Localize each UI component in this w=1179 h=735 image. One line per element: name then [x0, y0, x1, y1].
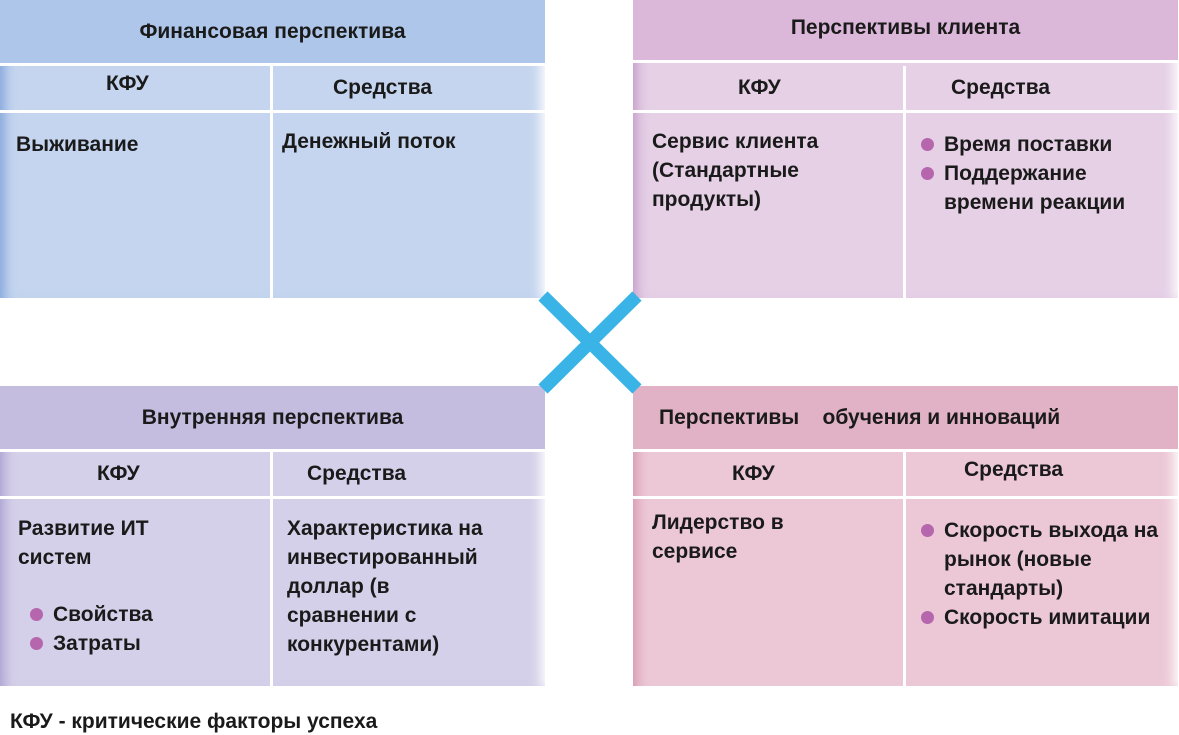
list-item: Скорость выхода на рынок (новые стандарт…	[921, 516, 1171, 603]
list-item-text: Свойства	[53, 603, 153, 626]
bullet-icon	[30, 608, 43, 621]
internal-kfu-line: Развитие ИТ	[18, 517, 149, 540]
internal-perspective-panel: Внутренняя перспектива КФУ Средства Разв…	[0, 386, 545, 686]
financial-perspective-title: Финансовая перспектива	[0, 0, 545, 66]
internal-means-text: Характеристика на инвестированный доллар…	[287, 502, 542, 686]
column-divider	[903, 66, 906, 298]
list-item-text: Поддержание времени реакции	[944, 162, 1126, 214]
list-item-text: Затраты	[53, 632, 141, 655]
list-item: Поддержание времени реакции	[921, 159, 1176, 217]
internal-kfu-text: Развитие ИТ систем Свойства Затраты	[18, 502, 268, 686]
list-item-text: Время поставки	[944, 133, 1113, 156]
learning-kfu-text: Лидерство в сервисе	[652, 502, 902, 686]
financial-kfu-header: КФУ	[0, 66, 270, 113]
client-perspective-title: Перспективы клиента	[633, 0, 1178, 63]
internal-means-line: инвестированный	[287, 546, 478, 569]
learning-kfu-line: Лидерство в	[652, 511, 784, 534]
column-divider	[903, 452, 906, 686]
client-kfu-line: (Стандартные	[652, 159, 799, 182]
internal-means-header: Средства	[273, 452, 545, 499]
bullet-icon	[921, 138, 934, 151]
client-means-list: Время поставки Поддержание времени реакц…	[921, 116, 1176, 298]
footnote: КФУ - критические факторы успеха	[10, 710, 378, 733]
internal-means-line: Характеристика на	[287, 517, 483, 540]
internal-kfu-line: систем	[18, 546, 92, 569]
learning-kfu-header: КФУ	[633, 452, 903, 499]
internal-means-line: доллар (в	[287, 575, 390, 598]
financial-means-header: Средства	[273, 66, 545, 113]
bullet-icon	[921, 524, 934, 537]
list-item-text: Скорость выхода на рынок (новые стандарт…	[944, 519, 1159, 600]
client-means-header: Средства	[906, 66, 1178, 113]
learning-means-list: Скорость выхода на рынок (новые стандарт…	[921, 502, 1171, 686]
internal-means-line: сравнении с	[287, 604, 417, 627]
internal-perspective-title: Внутренняя перспектива	[0, 386, 545, 452]
column-divider	[270, 452, 273, 686]
client-kfu-header: КФУ	[633, 66, 903, 113]
client-perspective-panel: Перспективы клиента КФУ Средства Сервис …	[633, 0, 1178, 298]
column-divider	[270, 66, 273, 298]
bullet-icon	[30, 637, 43, 650]
bullet-icon	[921, 611, 934, 624]
internal-kfu-header: КФУ	[0, 452, 270, 499]
list-item: Скорость имитации	[921, 603, 1171, 632]
internal-means-line: конкурентами)	[287, 633, 440, 656]
client-kfu-line: Сервис клиента	[652, 130, 819, 153]
list-item: Время поставки	[921, 130, 1176, 159]
list-item: Затраты	[30, 629, 268, 658]
cross-connector-icon	[538, 291, 642, 394]
learning-kfu-line: сервисе	[652, 540, 738, 563]
financial-perspective-panel: Финансовая перспектива КФУ Средства Выжи…	[0, 0, 545, 298]
learning-perspective-title: Перспективы обучения и инноваций	[633, 386, 1178, 452]
client-kfu-line: продукты)	[652, 188, 762, 211]
list-item-text: Скорость имитации	[944, 606, 1151, 629]
learning-means-header: Средства	[906, 452, 1178, 499]
cross-line	[538, 291, 642, 394]
list-item: Свойства	[30, 600, 268, 629]
learning-perspective-panel: Перспективы обучения и инноваций КФУ Сре…	[633, 386, 1178, 686]
client-kfu-text: Сервис клиента (Стандартные продукты)	[652, 116, 902, 298]
financial-means-text: Денежный поток	[282, 130, 456, 153]
financial-kfu-text: Выживание	[16, 133, 139, 156]
bullet-icon	[921, 167, 934, 180]
